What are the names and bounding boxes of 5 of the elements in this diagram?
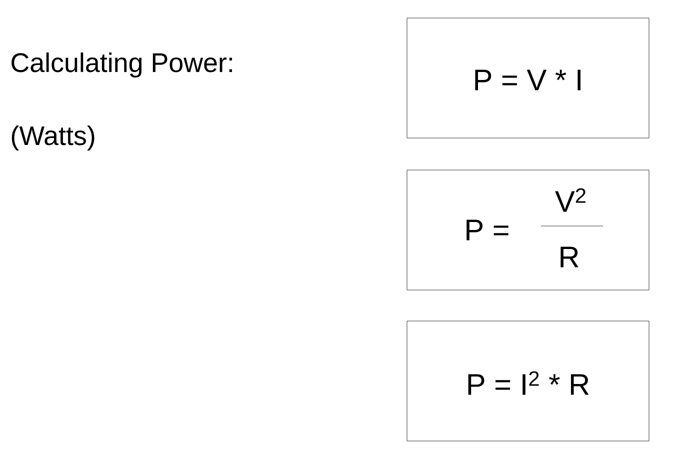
unit-label: (Watts) [12,125,94,151]
formula-box: P = I$^{2}$ * R [406,320,650,442]
formula-box: P = V * I [406,18,650,138]
formula-box: P = V$^{2}$ R [406,170,650,290]
title: Calculating Power: [12,52,232,78]
